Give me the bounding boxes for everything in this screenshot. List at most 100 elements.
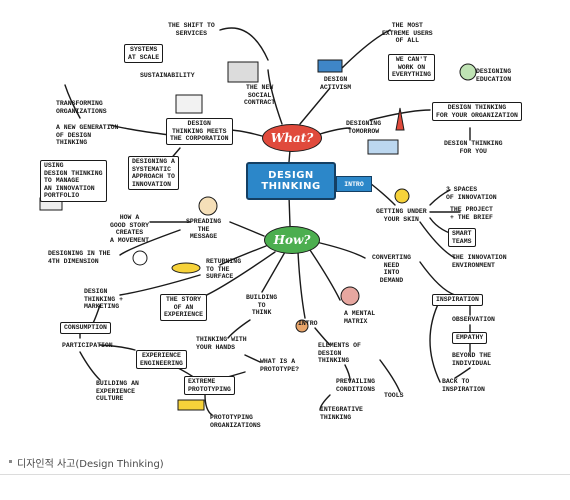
connector-prevailing-integrative [319, 394, 331, 411]
label-observation: OBSERVATION [452, 316, 495, 323]
label-designing-education: DESIGNING EDUCATION [476, 68, 512, 83]
design-thinking-mind-map: DESIGN THINKING What? How? INTRO THE SHI… [39, 22, 522, 429]
label-tools: TOOLS [384, 392, 404, 399]
lightbulb-sketch [394, 188, 410, 204]
label-we-cant-work: WE CAN'T WORK ON EVERYTHING [388, 54, 436, 81]
connector-how-spreading [229, 221, 265, 237]
rocket-sketch [395, 107, 405, 131]
connector-participation-culture [79, 351, 101, 381]
label-smart-teams: SMART TEAMS [448, 228, 476, 247]
connector-center-how [288, 195, 291, 227]
label-building-culture: BUILDING AN EXPERIENCE CULTURE [96, 380, 139, 402]
label-transforming-organizations: TRANSFORMING ORGANIZATIONS [56, 100, 107, 115]
connector-what-top [267, 69, 283, 125]
label-extreme-prototyping: EXTREME PROTOTYPING [184, 376, 235, 395]
intro-tag: INTRO [336, 176, 372, 192]
label-mental-matrix: A MENTAL MATRIX [344, 310, 376, 325]
label-back-to-inspiration: BACK TO INSPIRATION [442, 378, 485, 393]
label-empathy: EMPATHY [452, 332, 488, 344]
label-dt-for-you: DESIGN THINKING FOR YOU [444, 140, 503, 155]
connector-hands-prototype [244, 354, 261, 363]
label-integrative-thinking: INTEGRATIVE THINKING [320, 406, 363, 421]
what-bubble: What? [262, 124, 322, 152]
label-systems-at-scale: SYSTEMS AT SCALE [124, 44, 164, 63]
label-what-is-prototype: WHAT IS A PROTOTYPE? [260, 358, 300, 373]
connector-spreading-4th [119, 229, 181, 256]
laptop-sketch [227, 61, 259, 83]
connector-engineering-participation [99, 344, 136, 351]
label-designing-systematic: DESIGNING A SYSTEMATIC APPROACH TO INNOV… [128, 156, 179, 190]
label-inspiration: INSPIRATION [432, 294, 483, 306]
factory-sketch [175, 94, 203, 114]
connector-skin-spaces [429, 189, 451, 206]
connector-skin-env [419, 221, 456, 259]
label-spreading-message: SPREADING THE MESSAGE [186, 218, 222, 240]
connector-how-intro2 [297, 251, 306, 319]
connector-converting-inspiration [419, 261, 456, 296]
label-intro-secondary: INTRO [298, 320, 318, 327]
label-innovation-environment: THE INNOVATION ENVIRONMENT [452, 254, 507, 269]
connector-how-building [261, 251, 286, 293]
connector-lines [39, 27, 477, 416]
caption-divider [0, 474, 570, 475]
label-project-brief: THE PROJECT + THE BRIEF [450, 206, 493, 221]
label-new-generation: A NEW GENERATION OF DESIGN THINKING [56, 124, 119, 146]
connector-what-tomorrow [319, 127, 351, 135]
connector-center-what [288, 149, 291, 163]
connector-what-activism [299, 87, 331, 125]
label-using-dt-portfolio: USING DESIGN THINKING TO MANAGE AN INNOV… [40, 160, 107, 202]
sticky-notes-sketch [317, 59, 343, 73]
label-thinking-hands: THINKING WITH YOUR HANDS [196, 336, 247, 351]
label-most-extreme-users: THE MOST EXTREME USERS OF ALL [382, 22, 433, 44]
connector-how-matrix [309, 249, 341, 301]
caption-bullet-icon [9, 460, 12, 463]
people-sketch [367, 139, 399, 155]
label-prevailing-conditions: PREVAILING CONDITIONS [336, 378, 376, 393]
label-beyond-individual: BEYOND THE INDIVIDUAL [452, 352, 492, 367]
label-three-spaces: 3 SPACES OF INNOVATION [446, 186, 497, 201]
label-converting-need: CONVERTING NEED INTO DEMAND [372, 254, 412, 284]
connector-elements-prevailing [344, 364, 351, 381]
connector-top-services [219, 27, 269, 61]
connector-how-returning [219, 245, 267, 266]
label-shift-to-services: THE SHIFT TO SERVICES [168, 22, 215, 37]
label-consumption: CONSUMPTION [60, 322, 111, 334]
connector-elements-tools [379, 359, 401, 393]
connector-building-hands [227, 319, 251, 339]
label-new-social-contract: THE NEW SOCIAL CONTRACT [244, 84, 276, 106]
submarine-sketch [171, 262, 201, 274]
label-participation: PARTICIPATION [62, 342, 113, 349]
connector-beyond-back [454, 367, 471, 379]
clock-sketch [132, 250, 148, 266]
center-node-design-thinking: DESIGN THINKING [246, 162, 336, 200]
label-design-activism: DESIGN ACTIVISM [320, 76, 352, 91]
puzzle-sketch [177, 399, 205, 411]
sketch-decorations [39, 59, 477, 411]
label-story-of-experience: THE STORY OF AN EXPERIENCE [160, 294, 208, 321]
connector-intro2-elements [314, 327, 331, 346]
connector-how-marketing [119, 274, 201, 296]
image-caption: 디자인적 사고(Design Thinking) [17, 459, 164, 470]
connector-inspiration-loop [429, 299, 441, 383]
connector-how-converting [315, 241, 366, 259]
label-getting-under-skin: GETTING UNDER YOUR SKIN [376, 208, 427, 223]
label-dt-meets-corporation: DESIGN THINKING MEETS THE CORPORATION [166, 118, 233, 145]
connector-what-org [369, 109, 431, 121]
connector-intro-skin [369, 182, 396, 206]
label-building-to-think: BUILDING TO THINK [246, 294, 278, 316]
label-good-story: HOW A GOOD STORY CREATES A MOVEMENT [110, 214, 150, 244]
connector-activism-extreme [339, 29, 391, 71]
label-dt-for-organization: DESIGN THINKING FOR YOUR ORGANIZATION [432, 102, 522, 121]
label-fourth-dimension: DESIGNING IN THE 4TH DIMENSION [48, 250, 111, 265]
globe-sketch [459, 63, 477, 81]
label-elements-of-dt: ELEMENTS OF DESIGN THINKING [318, 342, 361, 364]
how-bubble: How? [264, 226, 320, 254]
connector-what-corp [227, 129, 263, 137]
label-dt-marketing: DESIGN THINKING + MARKETING [84, 288, 124, 310]
label-designing-tomorrow: DESIGNING TOMORROW [346, 120, 382, 135]
connector-new-gen-transform [64, 84, 81, 119]
label-sustainability: SUSTAINABILITY [140, 72, 195, 79]
caption-bar: 디자인적 사고(Design Thinking) [0, 452, 570, 475]
brain-sketch [340, 286, 360, 306]
face-sketch [198, 196, 218, 216]
